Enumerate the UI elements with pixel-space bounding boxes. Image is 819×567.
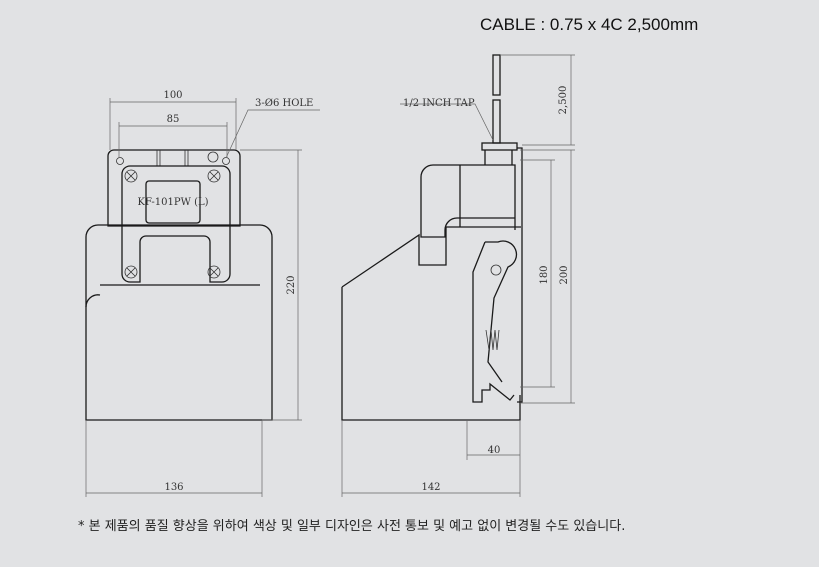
dim-outer-200: 200 bbox=[559, 265, 570, 284]
cable-spec: CABLE : 0.75 x 4C 2,500mm bbox=[480, 15, 699, 34]
dim-width-136: 136 bbox=[164, 482, 183, 493]
hole-callout: 3-Ø6 HOLE bbox=[255, 98, 313, 109]
dim-width-100: 100 bbox=[163, 90, 182, 101]
dim-cable-2500: 2,500 bbox=[558, 86, 569, 115]
dim-inner-180: 180 bbox=[539, 265, 550, 284]
side-view: 1/2 INCH TAP 2,500 180 200 40 142 bbox=[341, 54, 575, 497]
dim-depth-40: 40 bbox=[488, 445, 501, 456]
model-label: KF-101PW (L) bbox=[137, 197, 208, 208]
tap-callout: 1/2 INCH TAP bbox=[403, 98, 475, 109]
front-view: KF-101PW (L) 100 85 3-Ø6 HOLE 220 136 bbox=[85, 90, 320, 497]
dim-depth-142: 142 bbox=[421, 482, 440, 493]
disclaimer-note: * 본 제품의 품질 향상을 위하여 색상 및 일부 디자인은 사전 통보 및 … bbox=[78, 519, 626, 534]
dim-hole-spacing: 85 bbox=[167, 114, 180, 125]
dim-height-220: 220 bbox=[286, 275, 297, 294]
